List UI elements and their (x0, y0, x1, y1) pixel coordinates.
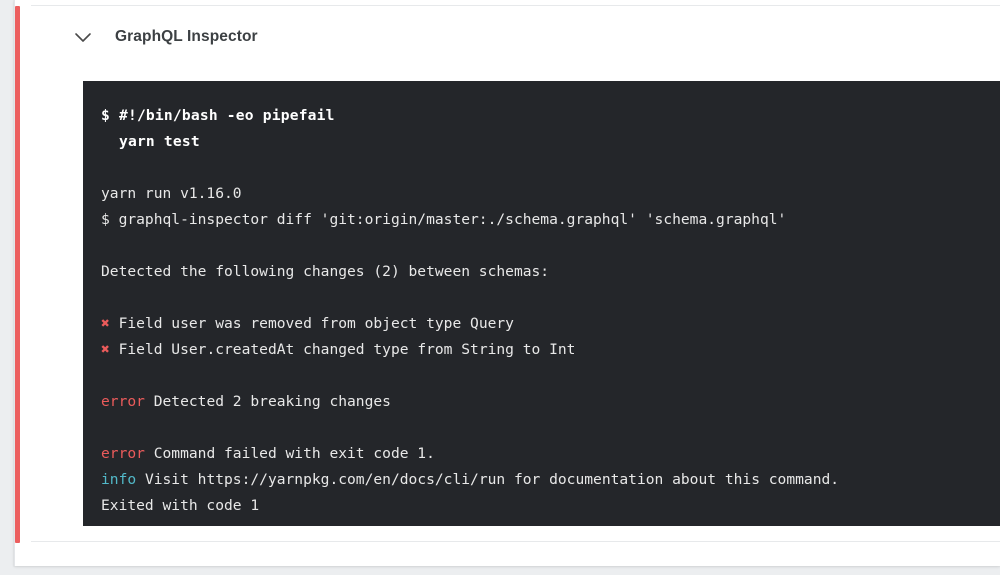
terminal-level-tag-error: error (101, 393, 145, 410)
terminal-line-text: Visit https://yarnpkg.com/en/docs/cli/ru… (136, 471, 840, 488)
terminal-line (101, 285, 996, 311)
terminal-line: error Detected 2 breaking changes (101, 389, 996, 415)
terminal-line-text: Field user was removed from object type … (109, 315, 514, 332)
breaking-change-cross-icon: ✖ (101, 315, 110, 332)
terminal-line: $ #!/bin/bash -eo pipefail (101, 107, 335, 124)
terminal-line-text: Field User.createdAt changed type from S… (109, 341, 576, 358)
terminal-line (101, 363, 996, 389)
step-header[interactable]: GraphQL Inspector (31, 6, 1000, 68)
chevron-down-icon[interactable] (70, 24, 96, 50)
breaking-change-cross-icon: ✖ (101, 341, 110, 358)
terminal-line: ✖ Field user was removed from object typ… (101, 311, 996, 337)
terminal-line: yarn test (101, 133, 200, 150)
terminal-line-list: $ #!/bin/bash -eo pipefail yarn test yar… (101, 103, 996, 519)
terminal-line: yarn run v1.16.0 (101, 185, 242, 202)
terminal-level-tag-error: error (101, 445, 145, 462)
terminal-output[interactable]: $ #!/bin/bash -eo pipefail yarn test yar… (83, 81, 1000, 526)
terminal-line: info Visit https://yarnpkg.com/en/docs/c… (101, 467, 996, 493)
terminal-line: Detected the following changes (2) betwe… (101, 263, 550, 280)
terminal-line (101, 233, 996, 259)
terminal-line-text: Detected 2 breaking changes (144, 393, 391, 410)
step-title: GraphQL Inspector (115, 28, 258, 46)
terminal-line: error Command failed with exit code 1. (101, 441, 996, 467)
terminal-level-tag-info: info (101, 471, 137, 488)
terminal-line: Exited with code 1 (101, 497, 260, 514)
terminal-line-text: Command failed with exit code 1. (144, 445, 435, 462)
terminal-line: ✖ Field User.createdAt changed type from… (101, 337, 996, 363)
terminal-line (101, 155, 996, 181)
terminal-line: $ graphql-inspector diff 'git:origin/mas… (101, 211, 787, 228)
step-status-accent-bar (15, 6, 20, 543)
terminal-line (101, 415, 996, 441)
build-step-block: GraphQL Inspector $ #!/bin/bash -eo pipe… (15, 5, 1000, 543)
job-card: GraphQL Inspector $ #!/bin/bash -eo pipe… (14, 0, 1000, 566)
